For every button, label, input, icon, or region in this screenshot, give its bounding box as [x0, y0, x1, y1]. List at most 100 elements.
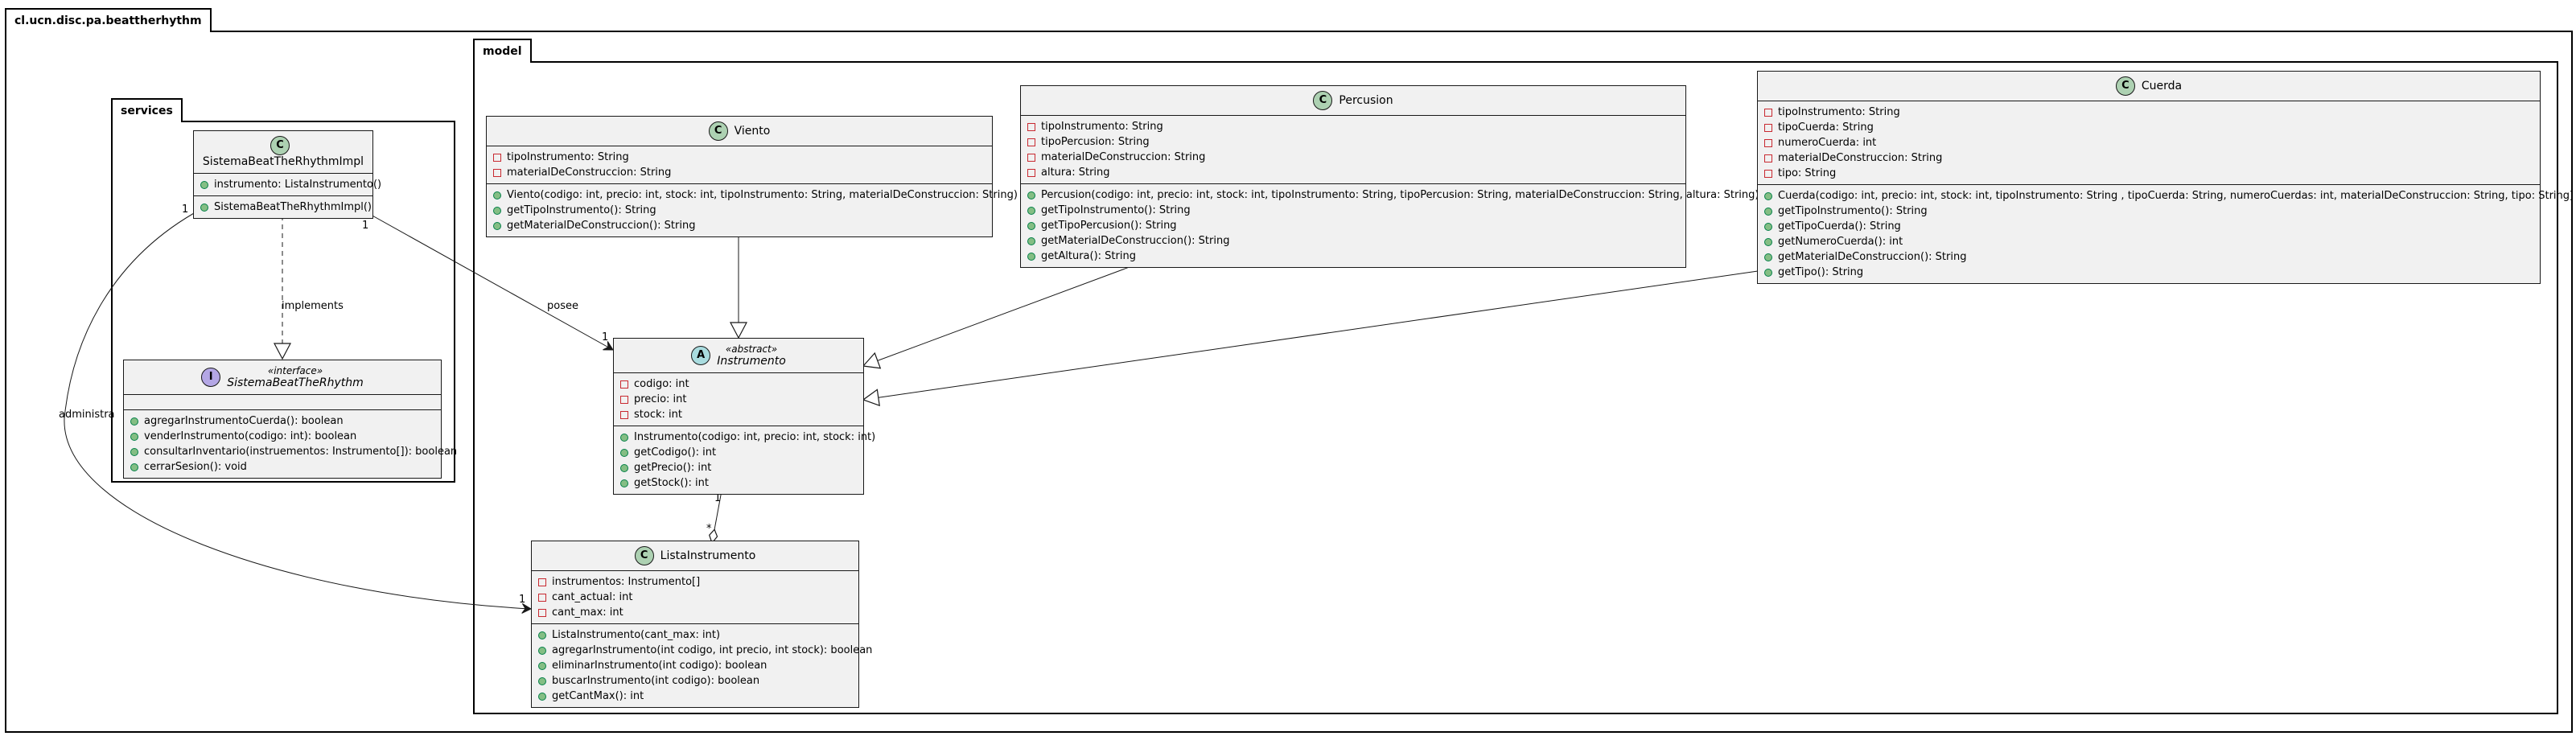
method-row: Instrumento(codigo: int, precio: int, st…	[620, 430, 875, 445]
public-visibility-icon	[620, 479, 628, 487]
private-visibility-icon	[620, 410, 628, 419]
public-visibility-icon	[538, 661, 546, 670]
interface-sistema-beat-the-rhythm: I«interface»SistemaBeatTheRhythm agregarI…	[123, 360, 457, 479]
attribute-row: tipoInstrumento: String	[493, 150, 986, 165]
class-name: Instrumento	[717, 355, 786, 368]
method-row: getMaterialDeConstruccion(): String	[493, 218, 986, 233]
posee-label: posee	[547, 300, 578, 312]
method-row: getTipoInstrumento(): String	[1764, 204, 2533, 219]
package-model: model	[473, 39, 2558, 714]
administra-edge	[64, 208, 533, 614]
public-visibility-icon	[1764, 207, 1772, 216]
public-visibility-icon	[200, 203, 208, 212]
public-visibility-icon	[1764, 253, 1772, 261]
stereotype: «interface»	[267, 365, 323, 376]
stereotype: «abstract»	[725, 343, 778, 355]
private-visibility-icon	[620, 380, 628, 389]
attribute-row: numeroCuerda: int	[1764, 135, 2533, 150]
attribute-text: materialDeConstruccion: String	[1041, 151, 1206, 163]
method-text: Percusion(codigo: int, precio: int, stoc…	[1041, 189, 1759, 201]
public-visibility-icon	[1027, 191, 1035, 199]
administra-label: administra	[59, 409, 115, 421]
package-services-label: services	[111, 98, 183, 122]
method-row: getTipoCuerda(): String	[1764, 219, 2533, 234]
posee-source-multiplicity: 1	[362, 220, 369, 232]
method-row: getTipoInstrumento(): String	[1027, 203, 1679, 218]
class-name: SistemaBeatTheRhythm	[227, 376, 364, 389]
administra-source-multiplicity: 1	[182, 204, 189, 216]
method-row: getAltura(): String	[1027, 249, 1679, 264]
method-row: getCodigo(): int	[620, 445, 857, 460]
attribute-row: cant_actual: int	[538, 590, 852, 605]
method-row: eliminarInstrumento(int codigo): boolean	[538, 658, 852, 673]
public-visibility-icon	[1027, 221, 1035, 230]
public-visibility-icon	[130, 432, 138, 441]
aggregation-edge	[712, 490, 722, 543]
class-name: Viento	[734, 125, 771, 138]
method-row: agregarInstrumento(int codigo, int preci…	[538, 643, 872, 658]
method-text: getAltura(): String	[1041, 250, 1136, 262]
private-visibility-icon	[1027, 138, 1035, 146]
attribute-text: cant_actual: int	[552, 591, 633, 603]
method-row: getStock(): int	[620, 475, 857, 491]
class-header: I«interface»SistemaBeatTheRhythm	[124, 360, 441, 394]
method-text: cerrarSesion(): void	[144, 461, 247, 473]
package-root: cl.ucn.disc.pa.beattherhythm	[5, 8, 2573, 733]
method-text: getTipoInstrumento(): String	[1041, 204, 1191, 216]
class-icon: C	[270, 136, 290, 155]
method-text: ListaInstrumento(cant_max: int)	[552, 629, 721, 641]
package-root-label: cl.ucn.disc.pa.beattherhythm	[5, 8, 212, 32]
cuerda-generalization-edge	[862, 270, 1759, 407]
attribute-row: tipoPercusion: String	[1027, 134, 1679, 150]
method-text: getStock(): int	[634, 477, 709, 489]
attribute-text: instrumentos: Instrumento[]	[552, 576, 701, 588]
posee-edge	[363, 210, 614, 351]
private-visibility-icon	[538, 578, 546, 586]
method-text: buscarInstrumento(int codigo): boolean	[552, 675, 760, 687]
attribute-text: tipoInstrumento: String	[507, 151, 629, 163]
method-text: consultarInventario(instruementos: Instr…	[144, 446, 458, 458]
attribute-row: instrumento: ListaInstrumento()	[200, 177, 381, 192]
public-visibility-icon	[538, 646, 546, 655]
method-text: getTipoPercusion(): String	[1041, 220, 1177, 232]
methods-section: Instrumento(codigo: int, precio: int, st…	[614, 426, 875, 494]
attribute-row: tipoInstrumento: String	[1027, 119, 1679, 134]
method-text: SistemaBeatTheRhythmImpl()	[214, 201, 372, 213]
method-row: getTipoInstrumento(): String	[493, 203, 986, 218]
attribute-text: instrumento: ListaInstrumento()	[214, 179, 382, 191]
method-row: buscarInstrumento(int codigo): boolean	[538, 673, 852, 689]
class-name: Cuerda	[2141, 80, 2183, 93]
attribute-row: cant_max: int	[538, 605, 852, 620]
attribute-row: altura: String	[1027, 165, 1679, 180]
attribute-row: materialDeConstruccion: String	[1764, 150, 2533, 166]
attribute-row: materialDeConstruccion: String	[1027, 150, 1679, 165]
method-row: venderInstrumento(codigo: int): boolean	[130, 429, 434, 444]
private-visibility-icon	[493, 153, 501, 162]
public-visibility-icon	[493, 206, 501, 215]
public-visibility-icon	[1764, 237, 1772, 246]
attribute-row: stock: int	[620, 407, 857, 422]
public-visibility-icon	[493, 191, 501, 199]
method-text: venderInstrumento(codigo: int): boolean	[144, 430, 357, 442]
public-visibility-icon	[130, 447, 138, 456]
attribute-text: altura: String	[1041, 167, 1110, 179]
private-visibility-icon	[1027, 122, 1035, 131]
method-row: getTipoPercusion(): String	[1027, 218, 1679, 233]
public-visibility-icon	[1027, 236, 1035, 245]
attribute-text: materialDeConstruccion: String	[1778, 152, 1943, 164]
method-row: Percusion(codigo: int, precio: int, stoc…	[1027, 187, 1759, 203]
